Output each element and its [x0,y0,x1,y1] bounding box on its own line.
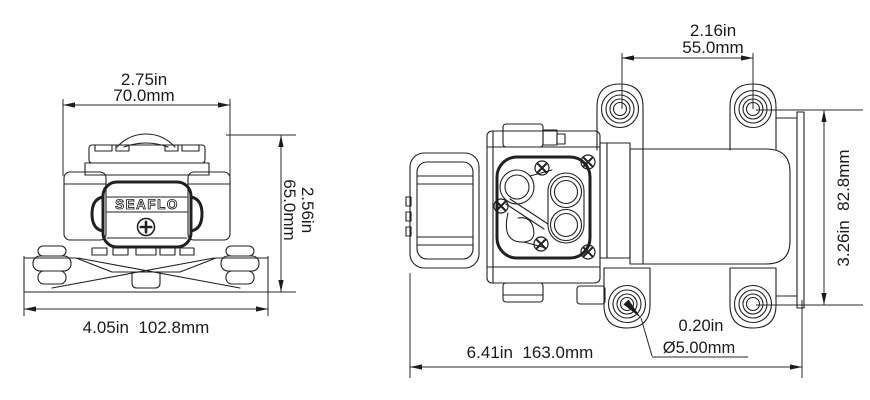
seaflo-logo: SEAFLO [115,197,179,212]
dim-front-base-width: 4.05in 102.8mm [83,318,210,337]
pump-head-top [486,123,606,305]
motor-housing [599,142,791,265]
top-view-drawing [405,83,805,329]
dim-top-length: 6.41in 163.0mm [467,343,594,362]
front-screw [136,217,156,237]
dim-front-height-in: 2.56in [298,187,317,233]
dimension-lines [23,53,863,378]
mounting-hole-bottom-left [607,284,647,324]
outlet-port-fitting [405,152,480,269]
dim-top-hole-spacing-mm: 55.0mm [682,38,743,57]
mounting-hole-top-left [600,89,640,129]
dim-front-width-mm: 70.0mm [113,86,174,105]
dim-top-hole-spacing-in: 2.16in [690,21,736,40]
dim-front-width-in: 2.75in [121,70,167,89]
dim-hole-dia-in: 0.20in [679,317,724,335]
pump-top-cap [84,133,210,176]
head-screws [493,154,596,260]
body-bottom-notches [91,247,195,256]
dim-front-height-mm: 65.0mm [280,179,299,240]
mounting-hole-bottom-right [733,284,773,324]
right-foot-grommet [220,245,260,285]
left-port [63,171,107,241]
dim-top-height: 3.26in 82.8mm [834,149,853,266]
mounting-base [23,257,269,293]
front-view-drawing: SEAFLO [23,133,269,293]
pump-head-clamp [90,180,204,249]
dimension-arrowheads [24,55,827,370]
right-port [187,171,231,241]
dim-hole-dia-mm: Ø5.00mm [663,339,735,357]
left-foot-grommet [32,245,72,285]
